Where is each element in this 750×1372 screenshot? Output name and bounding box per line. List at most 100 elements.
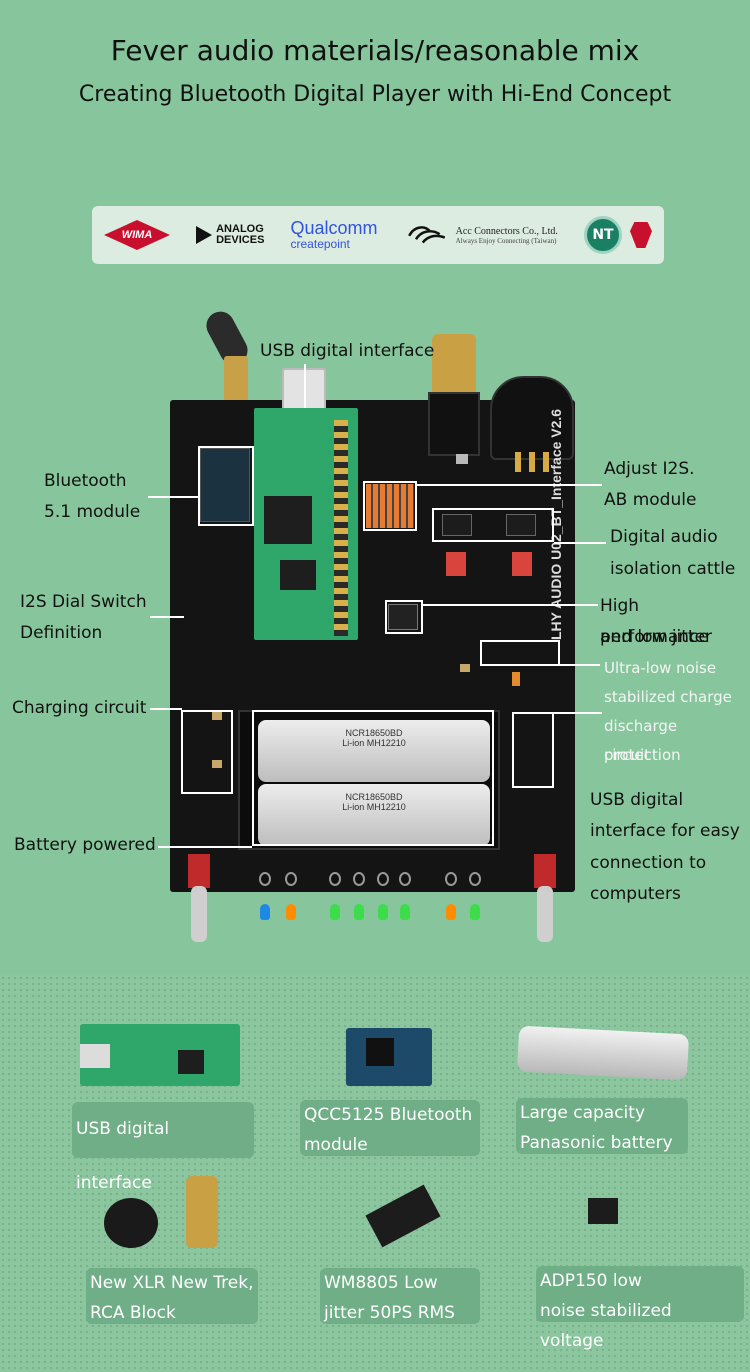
label-charging: Charging circuit bbox=[12, 698, 147, 718]
xlr-pin bbox=[529, 452, 535, 472]
power-toggle bbox=[188, 854, 210, 888]
battery: NCR18650BD Li-ion MH12210 bbox=[258, 720, 490, 782]
label-adjust-2: AB module bbox=[604, 490, 697, 510]
label-ultra-4: circuit bbox=[604, 746, 651, 764]
component-label-2: RCA Block bbox=[90, 1303, 176, 1323]
analog-devices-text-2: DEVICES bbox=[216, 234, 265, 246]
status-led bbox=[378, 904, 388, 920]
acc-company-name: Acc Connectors Co., Ltd. bbox=[455, 225, 558, 237]
component-label-2: jitter 50PS RMS bbox=[324, 1303, 455, 1323]
label-usb-easy-4: computers bbox=[590, 884, 681, 904]
leader-line bbox=[560, 664, 600, 666]
charging-highlight bbox=[181, 710, 233, 794]
component-label-2: noise stabilized voltage bbox=[540, 1301, 672, 1351]
component-label: New XLR New Trek, bbox=[90, 1273, 254, 1293]
page-subtitle: Creating Bluetooth Digital Player with H… bbox=[78, 82, 672, 107]
analog-devices-logo: ANALOG DEVICES bbox=[196, 224, 264, 246]
pin-header bbox=[334, 420, 348, 636]
component-card-wm8805: WM8805 Low jitter 50PS RMS bbox=[320, 1268, 480, 1324]
battery: NCR18650BD Li-ion MH12210 bbox=[258, 784, 490, 846]
usb-chip bbox=[264, 496, 312, 544]
usb-chip-secondary bbox=[280, 560, 316, 590]
label-usb-easy-2: interface for easy bbox=[590, 821, 740, 841]
led-socket bbox=[469, 872, 481, 886]
battery-label: NCR18650BD bbox=[345, 728, 403, 738]
leader-line bbox=[150, 616, 184, 618]
component-label: Large capacity bbox=[520, 1103, 646, 1123]
label-ultra-1: Ultra-low noise bbox=[604, 659, 717, 677]
component-card-battery: Large capacity Panasonic battery bbox=[516, 1098, 688, 1154]
i2s-adjust-highlight bbox=[363, 481, 417, 531]
qualcomm-text: Qualcomm bbox=[290, 218, 378, 238]
leader-line bbox=[148, 496, 198, 498]
adp150-thumbnail bbox=[588, 1198, 618, 1224]
status-led bbox=[446, 904, 456, 920]
component-label: USB digital interface bbox=[76, 1119, 170, 1193]
rca-base bbox=[428, 392, 480, 456]
bluetooth-highlight bbox=[198, 446, 254, 526]
acc-connectors-logo: Acc Connectors Co., Ltd. Always Enjoy Co… bbox=[404, 224, 558, 246]
component-card-usb: USB digital interface bbox=[72, 1102, 254, 1193]
label-usb-easy-1: USB digital bbox=[590, 790, 684, 810]
isolation-transformer bbox=[442, 514, 472, 536]
texas-instruments-logo-icon bbox=[629, 222, 652, 248]
led-socket bbox=[377, 872, 389, 886]
red-capacitor bbox=[446, 552, 466, 576]
status-led bbox=[260, 904, 270, 920]
component-card-adp150: ADP150 low noise stabilized voltage bbox=[536, 1266, 744, 1351]
component-label-2: Panasonic battery bbox=[520, 1133, 673, 1153]
red-capacitor bbox=[512, 552, 532, 576]
qualcomm-subtext: createpoint bbox=[290, 237, 350, 251]
status-led bbox=[470, 904, 480, 920]
usb-port-thumbnail bbox=[80, 1044, 110, 1068]
label-i2s-dial-1: I2S Dial Switch bbox=[20, 592, 147, 612]
isolation-highlight bbox=[432, 508, 554, 542]
led-socket bbox=[329, 872, 341, 886]
led-socket bbox=[399, 872, 411, 886]
label-i2s-dial-2: Definition bbox=[20, 623, 103, 643]
label-ultra-3: discharge protection bbox=[604, 717, 681, 764]
status-led bbox=[330, 904, 340, 920]
battery-thumbnail bbox=[516, 1025, 690, 1081]
leader-line bbox=[554, 542, 606, 544]
label-usb-easy-3: connection to bbox=[590, 853, 707, 873]
toggle-lever bbox=[191, 886, 207, 942]
label-usb-interface: USB digital interface bbox=[260, 341, 435, 361]
dip-switch bbox=[366, 484, 414, 528]
jitter-highlight bbox=[385, 600, 423, 634]
leader-line bbox=[423, 604, 598, 606]
acc-tagline: Always Enjoy Connecting (Taiwan) bbox=[455, 236, 557, 245]
leader-line bbox=[158, 846, 252, 848]
wm8805-chip bbox=[388, 604, 418, 630]
label-high-perf-1: High performance bbox=[600, 596, 709, 647]
smd-part bbox=[512, 672, 520, 686]
page-title: Fever audio materials/reasonable mix bbox=[110, 34, 640, 67]
smd-part bbox=[212, 760, 222, 768]
nt-logo: NT bbox=[583, 216, 622, 254]
rca-thumbnail bbox=[186, 1176, 218, 1248]
status-led bbox=[400, 904, 410, 920]
smd-part bbox=[456, 454, 468, 464]
analog-devices-triangle-icon bbox=[196, 226, 213, 244]
label-battery-powered: Battery powered bbox=[14, 835, 156, 855]
component-label: ADP150 low bbox=[540, 1271, 642, 1291]
isolation-transformer bbox=[506, 514, 536, 536]
bluetooth-module bbox=[200, 448, 250, 522]
label-isolation-1: Digital audio bbox=[610, 527, 718, 547]
leader-line bbox=[304, 364, 306, 408]
leader-line bbox=[150, 708, 182, 710]
battery-sublabel: Li-ion MH12210 bbox=[342, 802, 406, 812]
label-bluetooth-1: Bluetooth bbox=[44, 471, 127, 491]
brand-logo-bar: WIMA ANALOG DEVICES Qualcomm createpoint… bbox=[92, 206, 664, 264]
battery-sublabel: Li-ion MH12210 bbox=[342, 738, 406, 748]
label-high-perf-2: and low jitter bbox=[600, 627, 713, 647]
component-card-bluetooth: QCC5125 Bluetooth module bbox=[300, 1100, 480, 1156]
led-socket bbox=[285, 872, 297, 886]
wima-logo: WIMA bbox=[104, 220, 170, 250]
component-card-xlr: New XLR New Trek, RCA Block bbox=[86, 1268, 258, 1324]
xlr-connector bbox=[490, 376, 574, 460]
usb-chip-thumbnail bbox=[178, 1050, 204, 1074]
battery-label: NCR18650BD bbox=[345, 792, 403, 802]
label-bluetooth-2: 5.1 module bbox=[44, 502, 141, 522]
label-adjust-1: Adjust I2S. bbox=[604, 459, 695, 479]
